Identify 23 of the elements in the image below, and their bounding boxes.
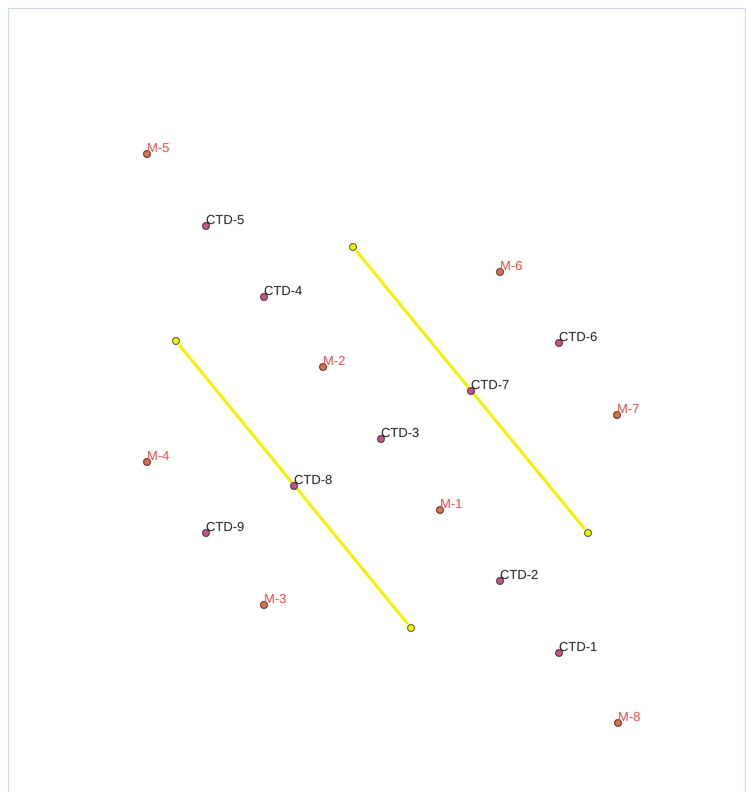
- line-segment: [178, 344, 409, 626]
- point-label: CTD-3: [381, 425, 420, 440]
- point-label: M-6: [500, 258, 522, 273]
- point-label: M-3: [264, 591, 286, 606]
- point-label: CTD-8: [294, 472, 332, 487]
- point-label: M-8: [618, 709, 640, 724]
- endpoint-dot: [349, 243, 357, 251]
- point-label: CTD-9: [206, 519, 244, 534]
- point-label: M-2: [323, 353, 346, 368]
- point-label: CTD-5: [206, 212, 244, 227]
- point-label: CTD-6: [559, 329, 598, 344]
- point-label: M-7: [617, 401, 640, 416]
- point-label: CTD-2: [500, 567, 538, 582]
- endpoint-dot: [407, 624, 415, 632]
- point-label: M-1: [440, 496, 462, 511]
- point-label: CTD-7: [471, 377, 510, 392]
- point-label: M-4: [147, 448, 170, 463]
- endpoint-dot: [584, 529, 592, 537]
- line-segment: [355, 250, 586, 530]
- point-label: CTD-1: [559, 639, 598, 654]
- endpoint-dot: [172, 337, 180, 345]
- point-label: CTD-4: [264, 283, 302, 298]
- point-label: M-5: [147, 140, 170, 155]
